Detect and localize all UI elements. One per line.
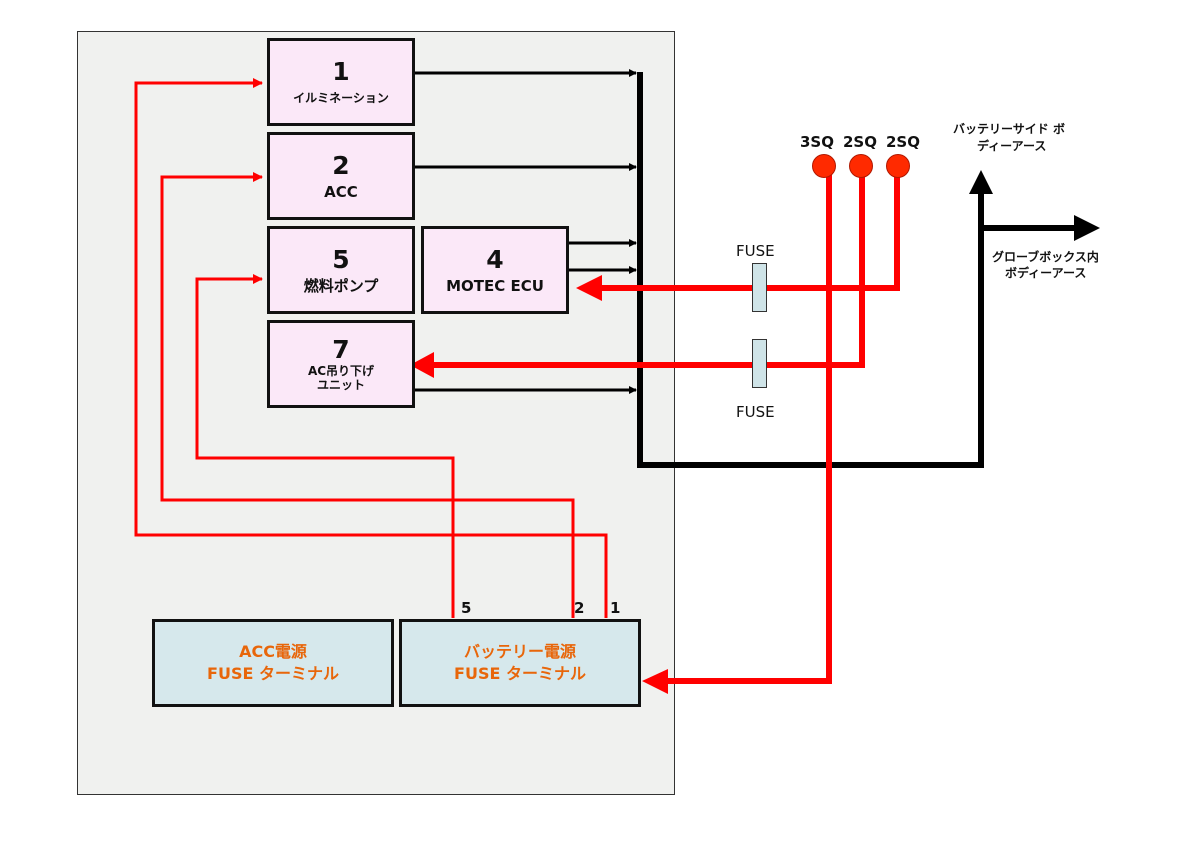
device-label: 燃料ポンプ xyxy=(303,277,379,295)
device-box-2: 2 ACC xyxy=(267,132,415,220)
device-label: MOTEC ECU xyxy=(446,277,544,295)
feed-wire-2 xyxy=(160,172,575,618)
ground-bus-arrowhead xyxy=(969,170,993,194)
feed-wire-1 xyxy=(134,78,608,618)
glovebox-ground-arrowhead xyxy=(1074,215,1100,241)
wire-size-3sq: 3SQ xyxy=(800,133,834,151)
terminal-label: FUSE ターミナル xyxy=(454,664,586,683)
device-label: AC吊り下げ xyxy=(307,364,375,378)
terminal-pin-5: 5 xyxy=(461,599,472,617)
device-box-7: 7 AC吊り下げ ユニット xyxy=(267,320,415,408)
fuse-bottom xyxy=(752,339,767,388)
device-number: 7 xyxy=(332,335,350,364)
glovebox-ground-label-2: ボディーアース xyxy=(1005,266,1087,280)
terminal-label: FUSE ターミナル xyxy=(207,664,339,683)
device-number: 5 xyxy=(332,245,350,274)
battery-feed-3sq xyxy=(665,172,832,684)
battery-feed-2sq-b xyxy=(600,172,900,291)
feed-wire-5 xyxy=(195,274,455,618)
fuse-top xyxy=(752,263,767,312)
device-label: イルミネーション xyxy=(293,91,389,105)
connector-3sq xyxy=(812,154,836,178)
device-number: 2 xyxy=(332,151,350,180)
terminal-pin-1: 1 xyxy=(610,599,621,617)
fuse-label-top: FUSE xyxy=(736,242,775,260)
ground-bus xyxy=(637,72,984,468)
acc-fuse-terminal: ACC電源 FUSE ターミナル xyxy=(152,619,394,707)
battery-terminal-arrowhead xyxy=(642,669,668,694)
fuse-label-bottom: FUSE xyxy=(736,403,775,421)
terminal-label: バッテリー電源 xyxy=(463,642,576,661)
connector-2sq-a xyxy=(849,154,873,178)
ac-unit-arrowhead xyxy=(410,352,434,378)
device-number: 4 xyxy=(486,245,504,274)
battery-side-ground-label-2: ディーアース xyxy=(977,139,1047,153)
battery-feed-2sq-a xyxy=(432,172,865,368)
device-label: ACC xyxy=(324,183,358,201)
ecu-arrowhead xyxy=(576,275,602,301)
battery-side-ground-label-1: バッテリーサイド ボ xyxy=(953,122,1065,136)
device-box-4: 4 MOTEC ECU xyxy=(421,226,569,314)
device-label: ユニット xyxy=(316,378,365,392)
glovebox-ground-label-1: グローブボックス内 xyxy=(992,250,1099,264)
device-box-1: 1 イルミネーション xyxy=(267,38,415,126)
device-number: 1 xyxy=(332,57,350,86)
terminal-pin-2: 2 xyxy=(574,599,585,617)
terminal-label: ACC電源 xyxy=(239,642,307,661)
connector-2sq-b xyxy=(886,154,910,178)
device-box-5: 5 燃料ポンプ xyxy=(267,226,415,314)
wire-size-2sq-a: 2SQ xyxy=(843,133,877,151)
battery-fuse-terminal: バッテリー電源 FUSE ターミナル xyxy=(399,619,641,707)
wire-size-2sq-b: 2SQ xyxy=(886,133,920,151)
